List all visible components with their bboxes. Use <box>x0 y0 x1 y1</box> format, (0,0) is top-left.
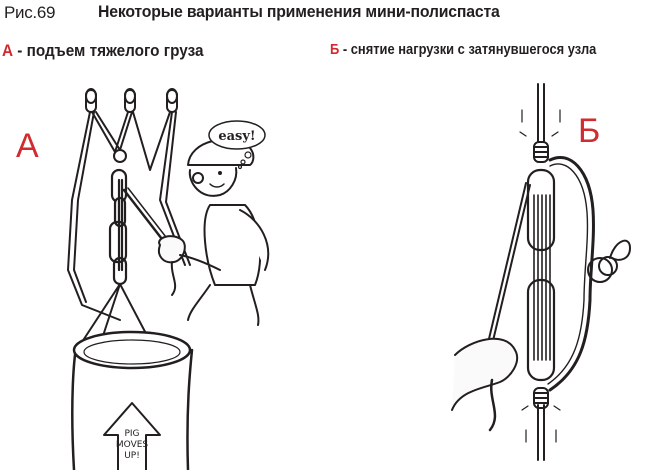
illustration-b-knot-release <box>451 83 631 461</box>
caption-a-dash: - <box>13 41 27 60</box>
arrow-label: PIG MOVES UP! <box>116 429 149 461</box>
caption-a-text: подъем тяжелого груза <box>26 41 204 60</box>
illustration-a-hauling: easy! PIG MOVES UP! <box>67 88 270 470</box>
svg-text:PIG: PIG <box>124 429 139 439</box>
caption-a: А - подъем тяжелого груза <box>2 41 204 61</box>
knot-icon <box>587 239 631 283</box>
panel-a-label: А <box>16 127 39 165</box>
caption-b: Б - снятие нагрузки с затянувшегося узла <box>330 41 596 58</box>
figure-title: Некоторые варианты применения мини-полис… <box>98 2 500 21</box>
caption-b-text: снятие нагрузки с затянувшегося узла <box>350 41 597 58</box>
svg-text:UP!: UP! <box>124 451 140 461</box>
caption-b-letter: Б <box>330 41 340 58</box>
anchor-bolt-icon <box>85 88 178 113</box>
svg-text:MOVES: MOVES <box>116 440 149 450</box>
caption-a-letter: А <box>2 41 14 60</box>
panel-b-label: Б <box>578 112 601 150</box>
speech-bubble-text: easy! <box>218 129 255 144</box>
caption-b-dash: - <box>339 41 351 58</box>
figure-number: Рис.69 <box>4 3 56 22</box>
